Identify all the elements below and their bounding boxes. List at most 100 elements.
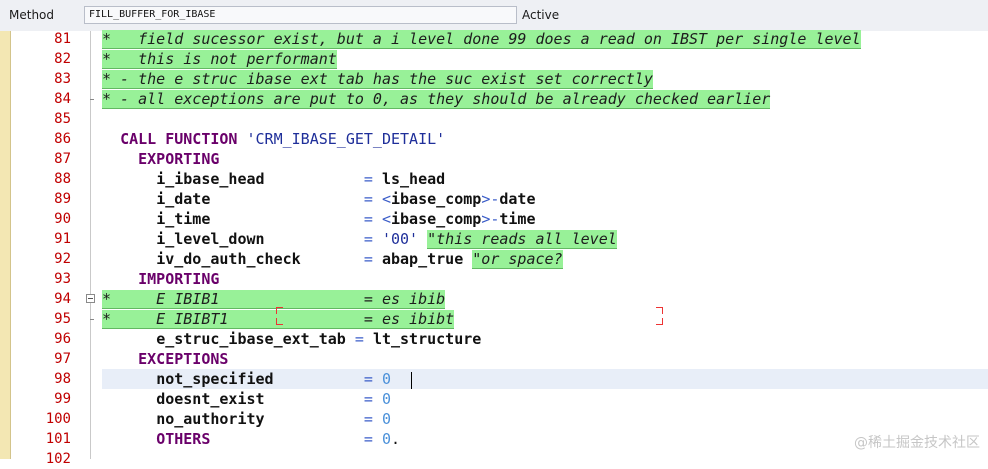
code-text: EXCEPTIONS [102,349,228,369]
line-number: 97 [54,351,71,367]
code-text: i_time = <ibase_comp>-time [102,209,535,229]
code-token [102,410,156,428]
code-token [364,330,373,348]
line-number: 93 [54,271,71,287]
code-token: >- [481,190,500,208]
line-number: 92 [54,251,71,267]
line-number: 87 [54,151,71,167]
code-token: = [363,210,373,228]
code-token: doesnt_exist [156,390,265,408]
line-number-gutter [11,31,73,459]
collapse-block-icon[interactable] [86,294,95,303]
code-token: abap_true [381,250,464,268]
code-line[interactable]: 83* - the e struc ibase ext tab has the … [0,69,988,89]
code-token [237,130,246,148]
comment-token: "this reads all level [427,230,617,249]
line-number: 95 [54,311,71,327]
code-text: i_level_down = '00' "this reads all leve… [102,229,617,249]
code-text: no_authority = 0 [102,409,391,429]
code-token [265,170,364,188]
code-token [373,390,382,408]
code-line[interactable]: 87 EXPORTING [0,149,988,169]
code-line[interactable]: 89 i_date = <ibase_comp>-date [0,189,988,209]
code-token: = [363,430,373,448]
code-line[interactable]: 101 OTHERS = 0. [0,429,988,449]
selection-corner-bottom-left [276,318,283,325]
comment-token: * field sucessor exist, but a i level do… [102,30,861,49]
code-line[interactable]: 85 [0,109,988,129]
code-token [102,350,138,368]
code-line[interactable]: 97 EXCEPTIONS [0,349,988,369]
code-token: 'CRM_IBASE_GET_DETAIL' [246,130,446,148]
code-token [265,410,364,428]
code-line[interactable]: 90 i_time = <ibase_comp>-time [0,209,988,229]
code-token [102,190,156,208]
code-text: OTHERS = 0. [102,429,400,449]
current-line-highlight [102,369,988,389]
code-line[interactable]: 91 i_level_down = '00' "this reads all l… [0,229,988,249]
code-line[interactable]: 88 i_ibase_head = ls_head [0,169,988,189]
comment-token: * E IBIBT1 = es ibibt [102,310,455,329]
code-token: = [363,410,373,428]
method-label: Method [9,8,55,22]
line-number: 85 [54,111,71,127]
line-number: 99 [54,391,71,407]
code-line[interactable]: 93 IMPORTING [0,269,988,289]
code-token [373,370,382,388]
comment-token: * this is not performant [102,50,337,69]
code-token [102,370,156,388]
code-line[interactable]: 92 iv_do_auth_check = abap_true "or spac… [0,249,988,269]
code-token: 0 [381,410,391,428]
code-line[interactable]: 99 doesnt_exist = 0 [0,389,988,409]
code-token [102,390,156,408]
code-token: e_struc_ibase_ext_tab [156,330,346,348]
code-token: = [363,190,373,208]
code-line[interactable]: 81* field sucessor exist, but a i level … [0,29,988,49]
method-name-field[interactable]: FILL_BUFFER_FOR_IBASE [84,6,517,24]
code-text: i_date = <ibase_comp>-date [102,189,536,209]
code-token: < [381,210,391,228]
text-cursor [411,372,412,389]
code-text: * - all exceptions are put to 0, as they… [102,89,771,109]
code-line[interactable]: 102 [0,449,988,469]
code-line[interactable]: 100 no_authority = 0 [0,409,988,429]
comment-token: * - the e struc ibase ext tab has the su… [102,70,653,89]
selection-corner-top-left [276,307,283,314]
code-token: ls_head [381,170,446,188]
code-line[interactable]: 94* E IBIB1 = es ibib [0,289,988,309]
keyword-token: EXPORTING [138,150,220,168]
code-line[interactable]: 96 e_struc_ibase_ext_tab = lt_structure [0,329,988,349]
code-token [102,210,156,228]
block-end-marker [90,319,94,320]
line-number: 86 [54,131,71,147]
editor-left-bar [0,31,11,459]
code-line[interactable]: 86 CALL FUNCTION 'CRM_IBASE_GET_DETAIL' [0,129,988,149]
code-text: * E IBIBT1 = es ibibt [102,309,455,329]
code-line[interactable]: 95 * E IBIBT1 = es ibibt [0,309,988,329]
code-text: CALL FUNCTION 'CRM_IBASE_GET_DETAIL' [102,129,445,149]
code-token: '00' [381,230,419,248]
code-token [418,230,427,248]
code-token: 0 [381,390,391,408]
comment-token: "or space? [472,250,563,269]
code-token [210,430,364,448]
code-token: no_authority [156,410,265,428]
line-number: 102 [45,451,71,467]
selection-corner-bottom-right [656,318,663,325]
code-token: date [499,190,536,208]
code-token: ibase_comp [391,210,482,228]
code-line[interactable]: 84* - all exceptions are put to 0, as th… [0,89,988,109]
keyword-token: IMPORTING [138,270,220,288]
code-token [373,190,382,208]
code-line[interactable]: 98 not_specified = 0 [0,369,988,389]
code-line[interactable]: 82* this is not performant [0,49,988,69]
line-number: 89 [54,191,71,207]
code-token: i_time [156,210,211,228]
code-token [373,410,382,428]
code-token: ibase_comp [391,190,482,208]
code-token: = [363,170,373,188]
code-token [210,210,364,228]
code-token: 0 [381,430,391,448]
code-editor[interactable]: 81* field sucessor exist, but a i level … [0,29,988,467]
code-token [373,250,382,268]
